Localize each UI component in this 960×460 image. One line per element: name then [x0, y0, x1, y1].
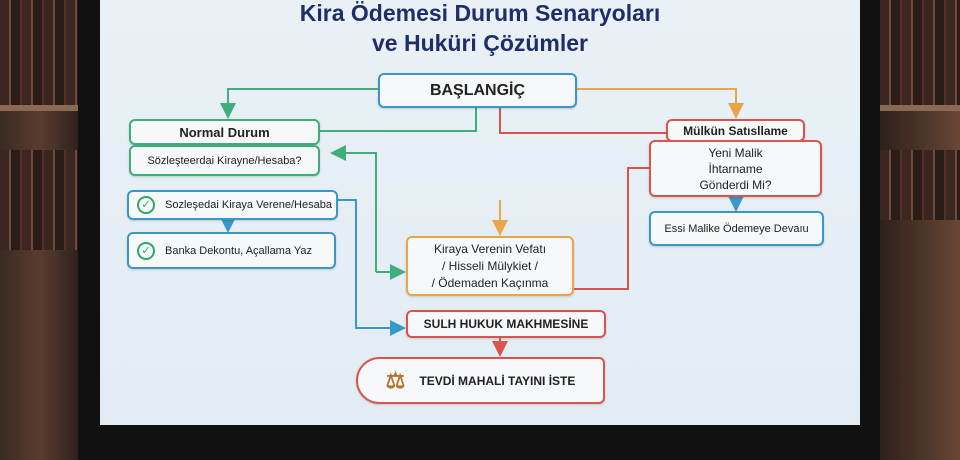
node-start: BAŞLANGİÇ — [378, 73, 577, 108]
check2-label: Banka Dekontu, Açallama Yaz — [165, 244, 312, 257]
diagram-title-line1: Kira Ödemesi Durum Senaryoları — [299, 0, 661, 26]
shelf — [0, 105, 78, 111]
node-deposit: ⚖ TEVDİ MAHALİ TAYINI İSTE — [356, 357, 605, 404]
edge-start-normal — [220, 88, 378, 119]
edge-start-normal-2 — [320, 108, 477, 132]
death-line3: / Ödemaden Kaçınma — [431, 275, 549, 290]
edge-check-court — [338, 199, 406, 336]
edge-death-sale — [574, 167, 649, 290]
deposit-label: TEVDİ MAHALİ TAYINI İSTE — [419, 373, 576, 388]
edge-loop-green — [330, 145, 377, 272]
bookshelf-right — [880, 150, 960, 220]
node-sale-question: Yeni Malik İhtarname Gönderdi Mi? — [649, 140, 822, 197]
sale-q3: Gönderdi Mi? — [699, 177, 772, 192]
node-death: Kiraya Verenin Vefatı / Hisseli Mülykiet… — [406, 236, 574, 296]
sale-q2: İhtarname — [708, 161, 763, 176]
bookshelf-right — [880, 0, 960, 105]
edge-start-sale-2 — [577, 88, 744, 119]
edge-start-sale — [499, 108, 666, 134]
death-line2: / Hisseli Mülykiet / — [441, 258, 539, 273]
node-check1: ✓ Sozleşedai Kiraya Verene/Hesaba — [127, 190, 338, 220]
node-sale: Mülkün Satısllame — [666, 119, 805, 142]
diagram-title-line2: ve Huküri Çözümler — [372, 30, 588, 56]
check1-label: Sozleşedai Kiraya Verene/Hesaba — [165, 199, 332, 211]
node-normal-question: Sözleşteerdai Kirayne/Hesaba? — [129, 145, 320, 176]
node-court: SULH HUKUK MAKHMESİNE — [406, 310, 606, 338]
node-normal: Normal Durum — [129, 119, 320, 145]
shelf — [880, 105, 960, 111]
sale-q1: Yeni Malik — [708, 145, 763, 160]
check-circle-icon: ✓ — [137, 196, 155, 214]
node-new-owner: Essi Malike Ödemeye Devaıu — [649, 211, 824, 246]
bookshelf-left — [0, 150, 78, 250]
check-circle-icon: ✓ — [137, 241, 155, 260]
death-line1: Kiraya Verenin Vefatı — [433, 241, 547, 256]
bookshelf-left — [0, 0, 78, 105]
gavel-icon: ⚖ — [385, 367, 406, 393]
node-check2: ✓ Banka Dekontu, Açallama Yaz — [127, 232, 336, 269]
